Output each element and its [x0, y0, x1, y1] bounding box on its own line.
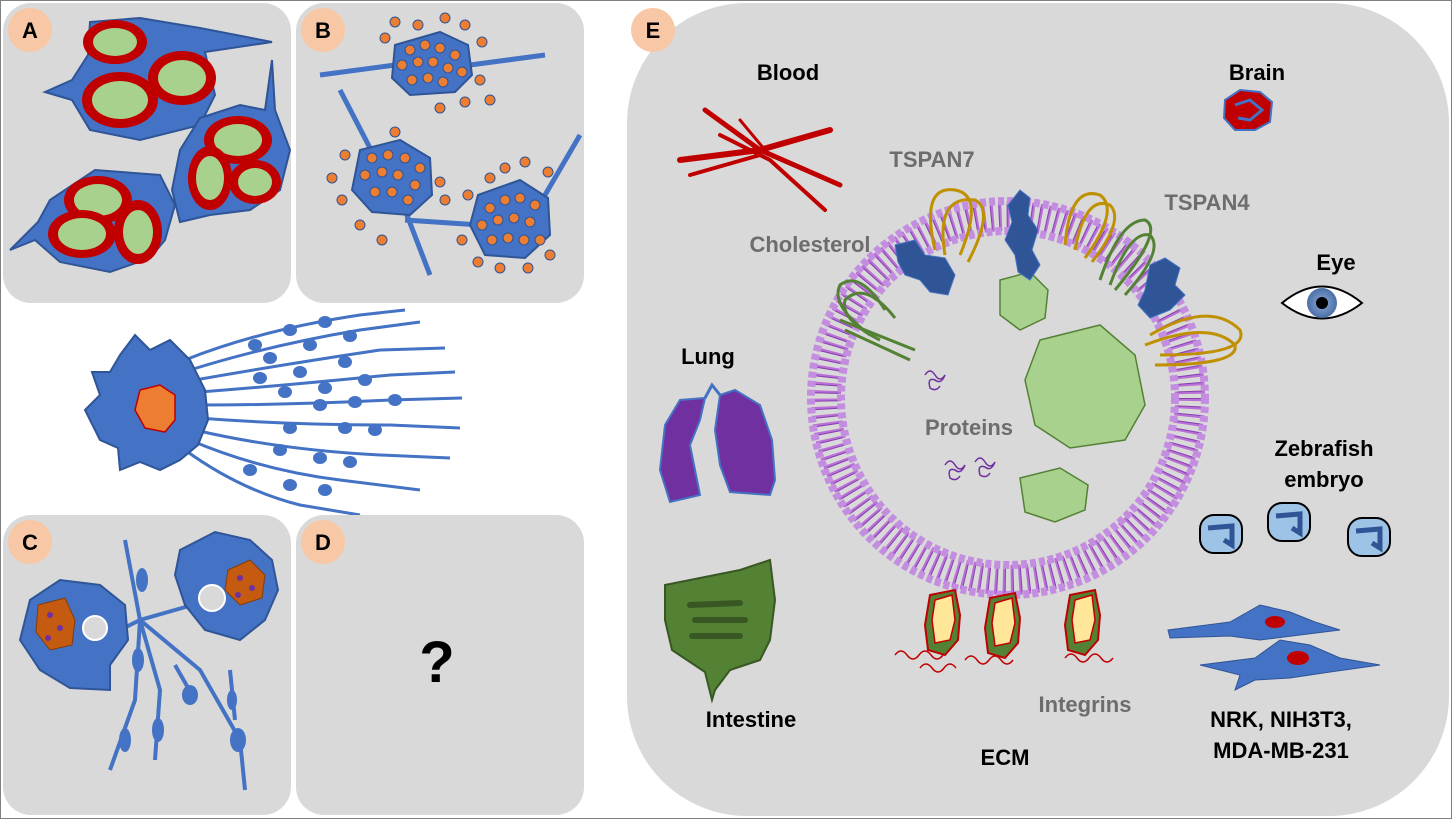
cholesterol-molecules: [894, 189, 1186, 319]
intestine-icon: [664, 558, 777, 704]
badge-c: [8, 520, 52, 564]
label-cells-line1: NRK, NIH3T3,: [1210, 707, 1352, 732]
tspan-proteins: [836, 188, 1243, 367]
label-intestine: Intestine: [706, 707, 796, 732]
label-integrins: Integrins: [1039, 692, 1132, 717]
badge-b: [301, 8, 345, 52]
label-brain: Brain: [1229, 60, 1285, 85]
badge-d: [301, 520, 345, 564]
label-cholesterol: Cholesterol: [749, 232, 870, 257]
migrating-cell: [83, 308, 463, 517]
migrasome-vesicle: [807, 197, 1209, 599]
panel-letter-e: E: [646, 18, 661, 43]
panel-a: [3, 3, 292, 303]
question-mark: ?: [419, 630, 454, 695]
label-blood: Blood: [757, 60, 819, 85]
label-cells-line2: MDA-MB-231: [1213, 738, 1349, 763]
label-zebrafish-line1: Zebrafish: [1274, 436, 1373, 461]
inner-vesicle-large: [1024, 324, 1146, 449]
zebrafish-icons: [1199, 502, 1391, 557]
panel-c: [3, 515, 291, 815]
brain-icon: [1222, 88, 1274, 131]
label-proteins: Proteins: [925, 415, 1013, 440]
label-lung: Lung: [681, 344, 735, 369]
panel-letter-a: A: [22, 18, 38, 43]
inner-vesicle-small-bottom: [1019, 467, 1089, 523]
lung-icon: [658, 382, 777, 504]
eye-icon: [1280, 285, 1364, 320]
panel-letter-c: C: [22, 530, 38, 555]
nucleus: [134, 384, 176, 433]
blood-icon: [677, 107, 843, 212]
panel-d: [296, 515, 584, 815]
label-tspan4: TSPAN4: [1164, 190, 1250, 215]
label-eye: Eye: [1316, 250, 1355, 275]
panel-letter-b: B: [315, 18, 331, 43]
label-zebrafish-line2: embryo: [1284, 467, 1363, 492]
integrins: [894, 588, 1114, 673]
badge-e: [631, 8, 675, 52]
badge-a: [8, 8, 52, 52]
label-tspan7: TSPAN7: [889, 147, 974, 172]
panel-letter-d: D: [315, 530, 331, 555]
label-ecm: ECM: [981, 745, 1030, 770]
panel-b: [296, 3, 584, 303]
fibroblast-icons: [1167, 604, 1381, 691]
